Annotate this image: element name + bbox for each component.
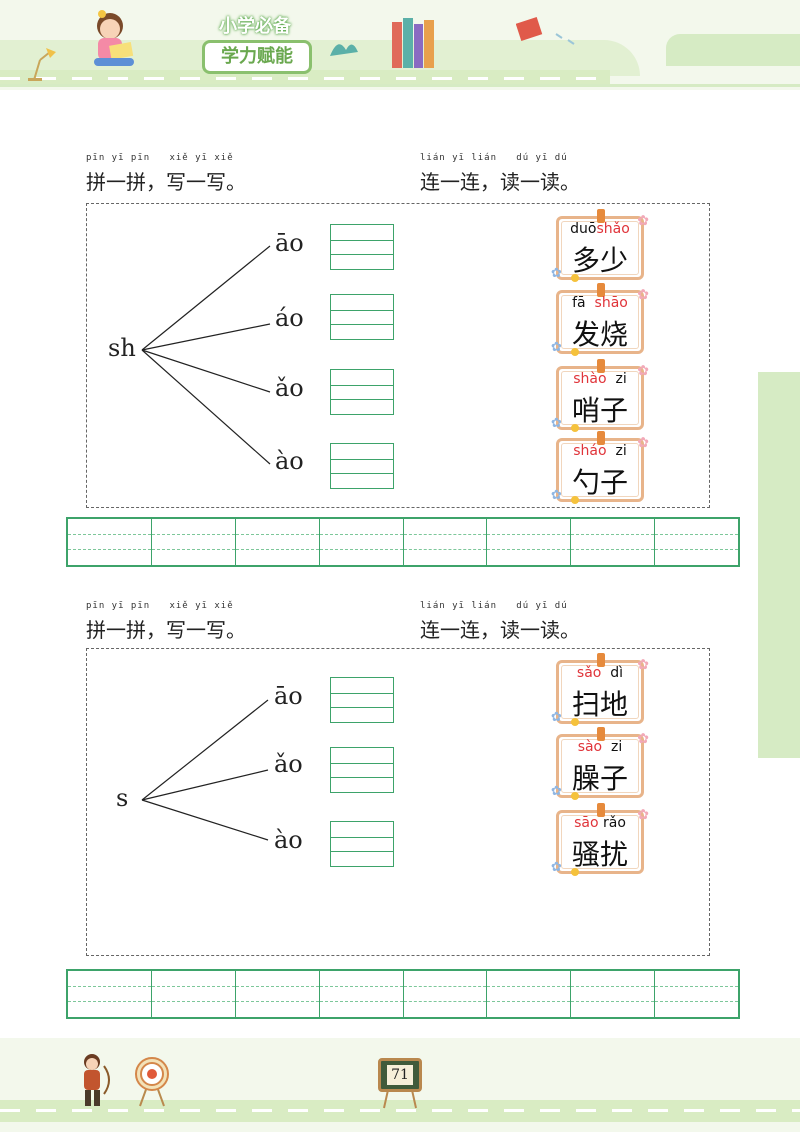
- word-card[interactable]: ✿✿ sháo zi 勺子: [551, 431, 649, 504]
- card-word: 发烧: [571, 318, 628, 351]
- grid-cell[interactable]: [655, 519, 738, 565]
- header-tag-line1: 小学必备: [219, 16, 291, 37]
- word-card[interactable]: ✿✿ fā shāo 发烧: [551, 283, 649, 356]
- grid-cell[interactable]: [403, 971, 488, 1017]
- books-icon: [392, 18, 434, 68]
- header-divider: [0, 84, 800, 95]
- grid-cell[interactable]: [571, 971, 656, 1017]
- desk-lamp-icon: [28, 48, 56, 81]
- grid-cell[interactable]: [235, 971, 320, 1017]
- word-card[interactable]: ✿✿ duōshǎo 多少: [551, 209, 649, 282]
- page-number: 71: [387, 1065, 413, 1085]
- grid-cell[interactable]: [571, 519, 656, 565]
- grid-cell[interactable]: [487, 971, 572, 1017]
- write-box[interactable]: [330, 747, 394, 793]
- card-pinyin-1: sǎo: [576, 665, 602, 681]
- instruction-write: 拼一拼，写一写。: [86, 618, 246, 642]
- card-word: 臊子: [571, 762, 628, 795]
- final-vowel: ào: [274, 826, 303, 854]
- write-box[interactable]: [330, 369, 394, 415]
- grid-cell[interactable]: [235, 519, 320, 565]
- archery-target-icon: [135, 1057, 169, 1107]
- card-word: 多少: [571, 244, 628, 277]
- exercise-box: [86, 203, 710, 508]
- grid-cell[interactable]: [68, 971, 152, 1017]
- word-card[interactable]: ✿✿ sǎo dì 扫地: [551, 653, 649, 726]
- card-pinyin-1: duō: [570, 221, 597, 237]
- header-corner-tab: [666, 34, 800, 66]
- final-vowel: ǎo: [275, 374, 304, 402]
- writing-grid[interactable]: [66, 517, 740, 567]
- archer-illustration: [84, 1054, 110, 1106]
- grid-cell[interactable]: [151, 971, 236, 1017]
- instruction-write: 拼一拼，写一写。: [86, 170, 246, 194]
- card-pinyin-2: shāo: [594, 295, 628, 311]
- card-pinyin-2: shǎo: [596, 221, 630, 237]
- exercise-box: [86, 648, 710, 956]
- instruction-pinyin-connect: lián yī lián dú yī dú: [420, 601, 568, 611]
- write-box[interactable]: [330, 677, 394, 723]
- grid-cell[interactable]: [319, 971, 404, 1017]
- grid-cell[interactable]: [655, 971, 738, 1017]
- card-pinyin-1: sào: [577, 739, 603, 755]
- grid-cell[interactable]: [487, 519, 572, 565]
- write-box[interactable]: [330, 224, 394, 270]
- initial-consonant: s: [116, 784, 129, 812]
- header-road: [0, 70, 610, 86]
- plant-icon: [330, 44, 358, 56]
- instruction-connect: 连一连，读一读。: [420, 170, 580, 194]
- board-stand: [383, 1090, 417, 1109]
- grid-cell[interactable]: [68, 519, 152, 565]
- final-vowel: āo: [275, 229, 304, 257]
- card-pinyin-2: dì: [610, 665, 624, 681]
- word-card[interactable]: ✿✿ sào zi 臊子: [551, 727, 649, 800]
- card-pinyin-2: zi: [615, 443, 627, 459]
- writing-grid[interactable]: [66, 969, 740, 1019]
- final-vowel: ǎo: [274, 750, 303, 778]
- card-pinyin-1: fā: [572, 295, 586, 311]
- word-card[interactable]: ✿✿ shào zi 哨子: [551, 359, 649, 432]
- instruction-pinyin-write: pīn yī pīn xiě yī xiě: [86, 153, 234, 163]
- side-bar: [758, 372, 800, 758]
- grid-cell[interactable]: [319, 519, 404, 565]
- girl-reading-illustration: [94, 10, 134, 66]
- card-word: 勺子: [571, 466, 628, 499]
- grid-cell[interactable]: [403, 519, 488, 565]
- word-card[interactable]: ✿✿ sāo rǎo 骚扰: [551, 803, 649, 876]
- write-box[interactable]: [330, 443, 394, 489]
- card-pinyin-2: zi: [611, 739, 623, 755]
- flying-book-icon: [516, 17, 575, 45]
- card-pinyin-1: sháo: [573, 443, 607, 459]
- footer-road: [0, 1100, 800, 1122]
- final-vowel: āo: [274, 682, 303, 710]
- card-pinyin-2: zi: [615, 371, 627, 387]
- instruction-pinyin-connect: lián yī lián dú yī dú: [420, 153, 568, 163]
- final-vowel: ào: [275, 447, 304, 475]
- write-box[interactable]: [330, 294, 394, 340]
- final-vowel: áo: [275, 304, 304, 332]
- header-tag: 小学必备 学力赋能: [200, 12, 312, 74]
- instruction-connect: 连一连，读一读。: [420, 618, 580, 642]
- card-pinyin-2: rǎo: [603, 815, 626, 831]
- card-word: 骚扰: [571, 838, 628, 871]
- initial-consonant: sh: [108, 334, 136, 362]
- card-word: 哨子: [571, 394, 628, 427]
- grid-cell[interactable]: [151, 519, 236, 565]
- header-tag-line2: 学力赋能: [202, 40, 312, 74]
- page-number-board: 71: [378, 1058, 422, 1092]
- card-word: 扫地: [571, 688, 628, 721]
- instruction-pinyin-write: pīn yī pīn xiě yī xiě: [86, 601, 234, 611]
- card-pinyin-1: shào: [573, 371, 607, 387]
- card-pinyin-1: sāo: [574, 815, 599, 831]
- write-box[interactable]: [330, 821, 394, 867]
